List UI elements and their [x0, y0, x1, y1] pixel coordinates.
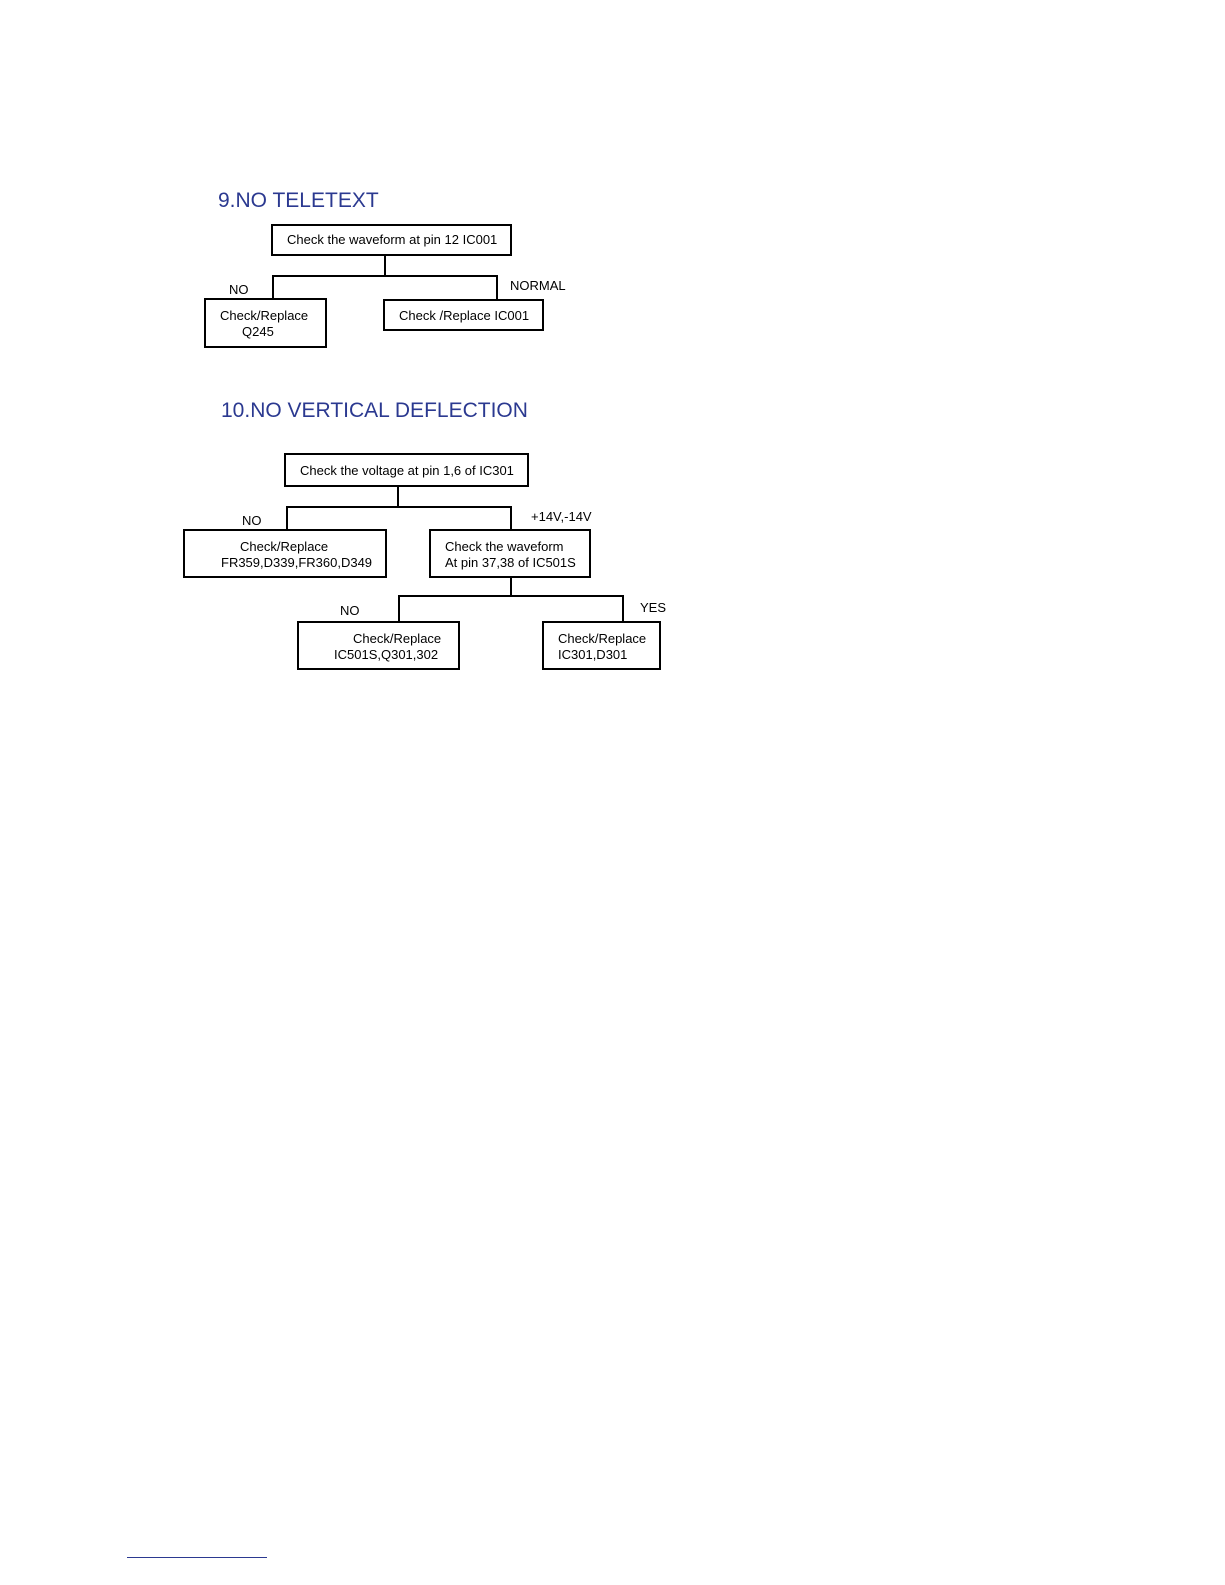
s10-connector2-bar [398, 595, 624, 597]
section10-yes-box: Check/Replace IC301,D301 [542, 621, 661, 670]
s9-connector-stem [384, 256, 386, 277]
section10-no2-box-line2: IC501S,Q301,302 [334, 647, 439, 662]
section10-yes-box-line1: Check/Replace [558, 631, 647, 646]
s10-connector-right [510, 506, 512, 530]
s9-connector-left [272, 275, 274, 299]
section10-start-text: Check the voltage at pin 1,6 of IC301 [300, 463, 514, 478]
section9-no-box-line1: Check/Replace [220, 308, 309, 323]
s10-connector-stem [397, 487, 399, 508]
s10-connector-bar [286, 506, 512, 508]
section10-wave-box-line1: Check the waveform [445, 539, 564, 554]
s10-connector2-right [622, 595, 624, 622]
s10-connector-left [286, 506, 288, 530]
section9-no-box-line2: Q245 [242, 324, 274, 339]
section10-wave-box-line2: At pin 37,38 of IC501S [445, 555, 576, 570]
section10-start-box: Check the voltage at pin 1,6 of IC301 [284, 453, 529, 487]
s10-connector2-stem [510, 578, 512, 597]
section10-volt-label: +14V,-14V [531, 509, 592, 524]
section10-no2-box-line1: Check/Replace [353, 631, 442, 646]
section10-no-box: Check/Replace FR359,D339,FR360,D349 [183, 529, 387, 578]
section9-start-text: Check the waveform at pin 12 IC001 [287, 232, 498, 247]
section9-start-box: Check the waveform at pin 12 IC001 [271, 224, 512, 256]
section10-no-box-line1: Check/Replace [240, 539, 329, 554]
section10-no-box-line2: FR359,D339,FR360,D349 [221, 555, 373, 570]
s10-connector2-left [398, 595, 400, 622]
section10-wave-box: Check the waveform At pin 37,38 of IC501… [429, 529, 591, 578]
section9-title: 9.NO TELETEXT [218, 189, 379, 212]
section10-no-label: NO [242, 513, 262, 528]
section9-normal-box-text: Check /Replace IC001 [399, 308, 530, 323]
s9-connector-right [496, 275, 498, 300]
section10-no2-label: NO [340, 603, 360, 618]
s9-connector-bar [272, 275, 498, 277]
section9-no-box: Check/Replace Q245 [204, 298, 327, 348]
section10-yes-box-line2: IC301,D301 [558, 647, 628, 662]
section10-title: 10.NO VERTICAL DEFLECTION [221, 399, 528, 422]
section10-yes-label: YES [640, 600, 667, 615]
section9-no-label: NO [229, 282, 249, 297]
footer-rule [127, 1557, 267, 1558]
section9-normal-label: NORMAL [510, 278, 566, 293]
section9-normal-box: Check /Replace IC001 [383, 299, 544, 331]
section10-no2-box: Check/Replace IC501S,Q301,302 [297, 621, 460, 670]
